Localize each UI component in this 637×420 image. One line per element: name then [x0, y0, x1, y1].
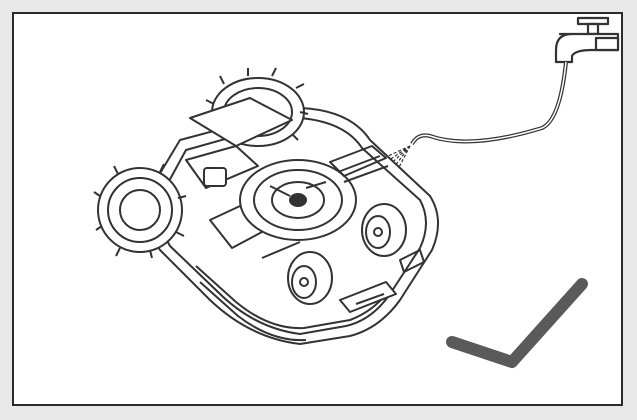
brush-icon — [446, 278, 588, 368]
faucet-icon — [554, 16, 620, 64]
lawn-mower-icon — [93, 67, 439, 345]
hose-icon — [410, 61, 568, 146]
